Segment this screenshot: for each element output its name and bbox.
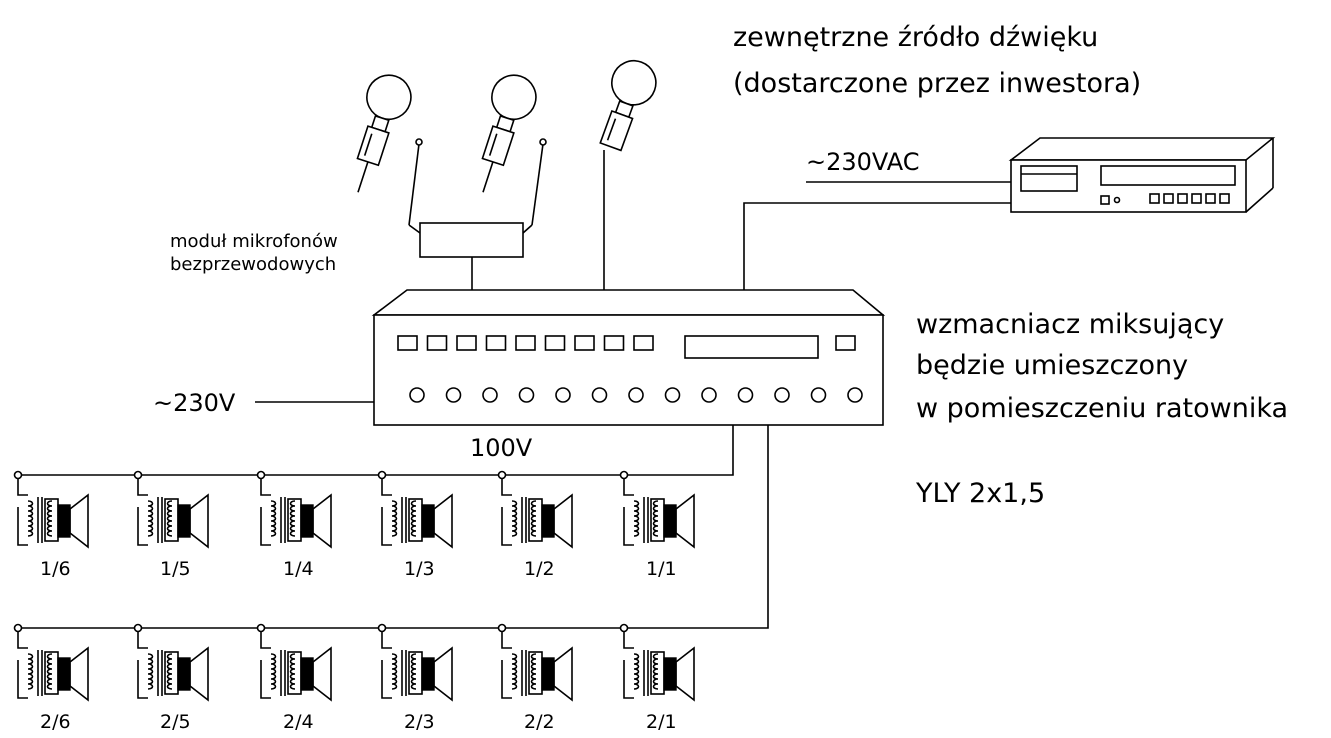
amplifier-knob <box>591 387 608 403</box>
amplifier-knob <box>664 387 681 403</box>
external-cd-player <box>1008 137 1276 213</box>
mixing-amplifier <box>371 289 886 426</box>
speaker-label: 2/3 <box>404 711 435 733</box>
amplifier-knob <box>445 387 462 403</box>
wireless-microphone-1 <box>356 74 412 193</box>
loudspeaker: 1/4 <box>256 470 332 580</box>
v-100-label: 100V <box>470 434 533 462</box>
loudspeaker: 1/3 <box>377 470 453 580</box>
cable-type-label: YLY 2x1,5 <box>915 478 1045 509</box>
loudspeaker: 2/4 <box>256 623 332 733</box>
amplifier-knob <box>701 387 717 403</box>
wired-microphone <box>599 59 657 152</box>
loudspeaker: 2/6 <box>13 623 89 733</box>
speaker-line-1 <box>18 425 734 476</box>
speaker-label: 2/4 <box>283 711 314 733</box>
amplifier-power-switch <box>835 335 856 351</box>
amplifier-button <box>456 335 477 351</box>
wireless-mic-module <box>408 138 547 290</box>
speaker-label: 1/2 <box>524 558 555 580</box>
amplifier-knob <box>409 387 425 403</box>
speaker-label: 2/1 <box>646 711 677 733</box>
amplifier-button <box>633 335 654 351</box>
amplifier-knob <box>628 387 644 403</box>
amplifier-label-line2: będzie umieszczony <box>916 350 1188 381</box>
speaker-label: 1/6 <box>40 558 71 580</box>
speaker-label: 1/5 <box>160 558 191 580</box>
speaker-label: 1/3 <box>404 558 435 580</box>
external-source-label-line2: (dostarczone przez inwestora) <box>733 68 1141 99</box>
amplifier-knob <box>555 387 571 403</box>
v-230-label: ~230V <box>153 389 236 417</box>
mic-module-label-line1: moduł mikrofonów <box>170 231 338 252</box>
amplifier-button <box>397 335 418 351</box>
amplifier-knob <box>847 387 863 403</box>
amplifier-knob <box>774 387 790 403</box>
amplifier-knob <box>810 387 827 403</box>
speaker-label: 1/1 <box>646 558 677 580</box>
amplifier-button <box>544 335 566 351</box>
speaker-row-2: 2/6 2/5 2/4 2/3 2/2 2/1 <box>13 623 695 733</box>
amplifier-knob <box>518 387 535 403</box>
amplifier-label-line3: w pomieszczeniu ratownika <box>916 393 1288 424</box>
amplifier-button <box>426 335 448 351</box>
loudspeaker: 1/1 <box>619 470 695 580</box>
amplifier-buttons <box>397 335 654 351</box>
amplifier-knob <box>482 387 498 403</box>
loudspeaker: 2/1 <box>619 623 695 733</box>
amplifier-button <box>603 335 625 351</box>
speaker-line-2 <box>18 425 769 629</box>
amplifier-knobs <box>409 387 863 403</box>
loudspeaker: 1/2 <box>497 470 573 580</box>
loudspeaker: 2/3 <box>377 623 453 733</box>
amplifier-label-line1: wzmacniacz miksujący <box>916 309 1224 340</box>
vac-230-label: ~230VAC <box>806 148 920 176</box>
loudspeaker: 1/5 <box>133 470 209 580</box>
external-source-label-line1: zewnętrzne źródło dźwięku <box>733 22 1098 53</box>
speaker-label: 2/2 <box>524 711 555 733</box>
speaker-row-1: 1/6 1/5 1/4 1/3 1/2 1/1 <box>13 470 695 580</box>
amplifier-button <box>515 335 536 351</box>
amplifier-knob <box>737 387 754 403</box>
loudspeaker: 1/6 <box>13 470 89 580</box>
amplifier-display <box>684 335 819 359</box>
speaker-label: 2/5 <box>160 711 191 733</box>
wireless-microphone-2 <box>481 74 537 193</box>
speaker-label: 2/6 <box>40 711 71 733</box>
amplifier-button <box>485 335 507 351</box>
speaker-label: 1/4 <box>283 558 314 580</box>
mic-module-label-line2: bezprzewodowych <box>170 254 336 275</box>
amplifier-button <box>574 335 595 351</box>
loudspeaker: 2/5 <box>133 623 209 733</box>
cd-audio-line <box>743 202 1011 290</box>
loudspeaker: 2/2 <box>497 623 573 733</box>
